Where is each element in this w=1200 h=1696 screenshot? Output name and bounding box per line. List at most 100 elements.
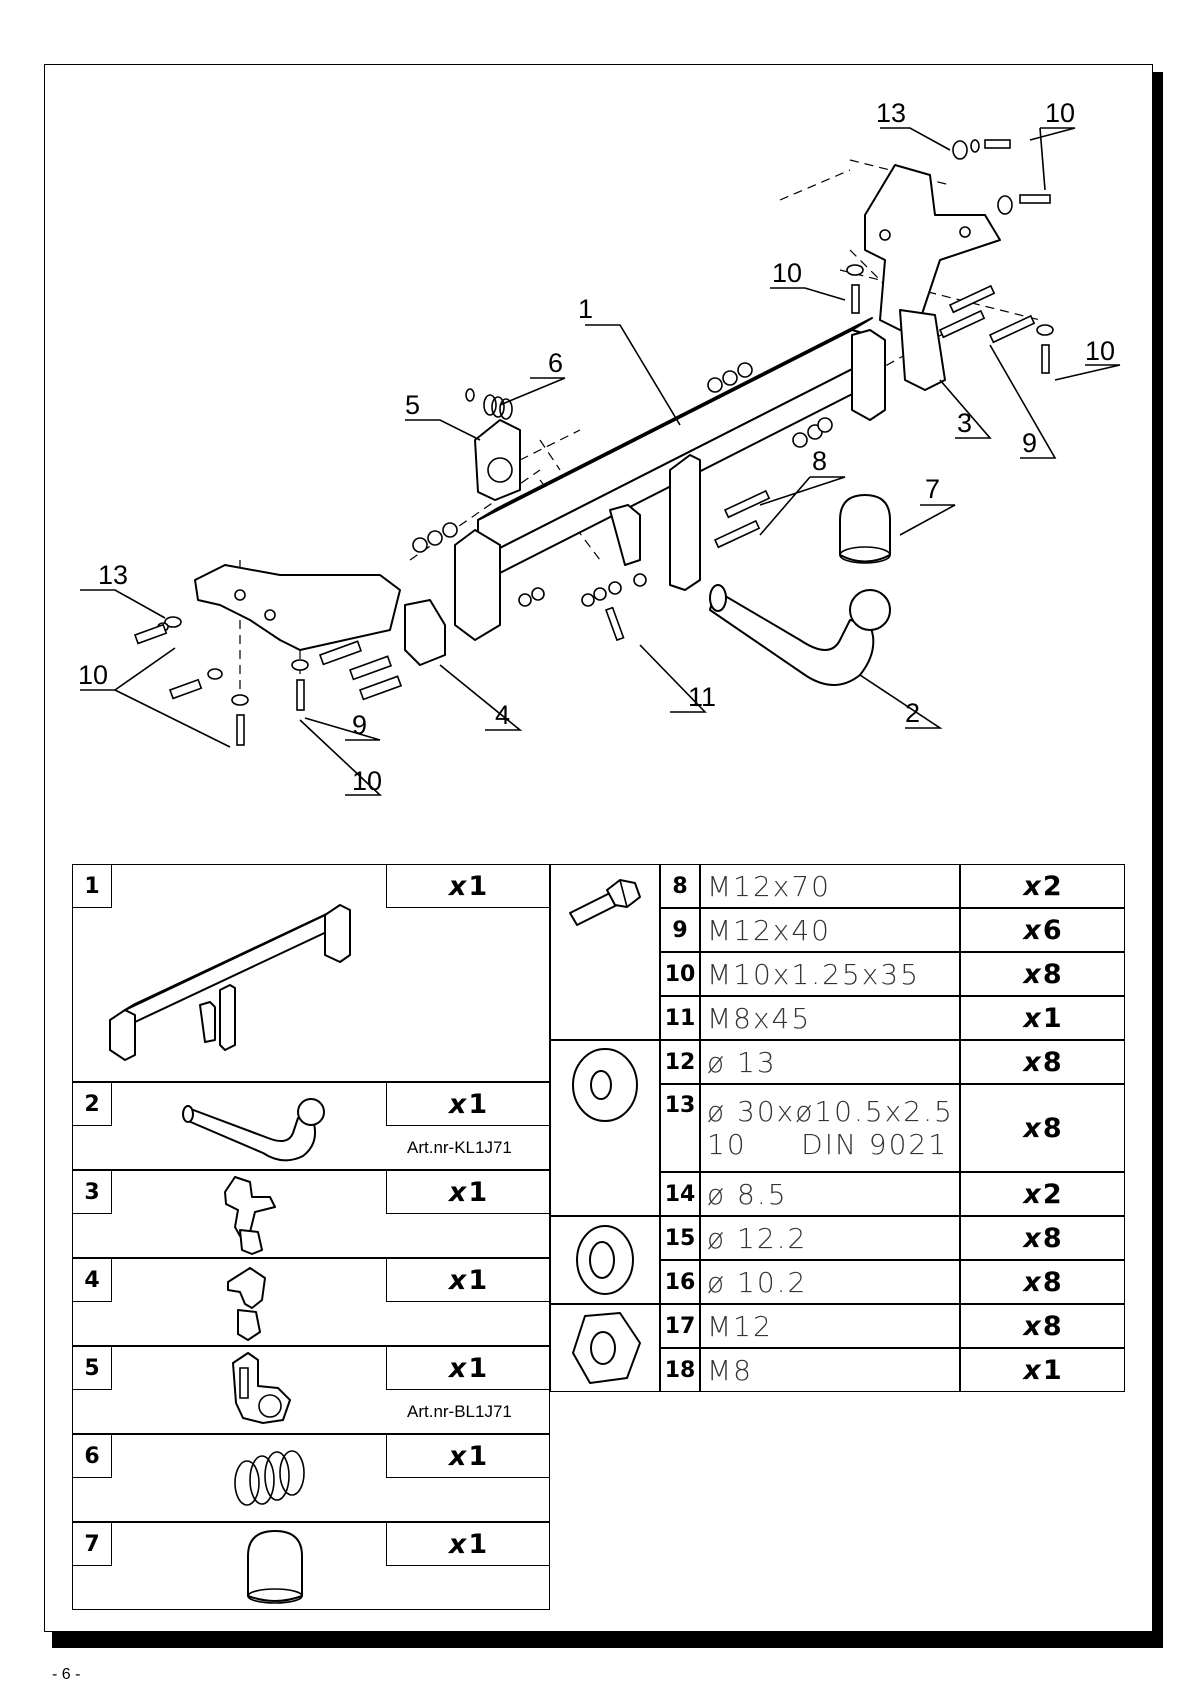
qty-value: 1 — [1042, 1002, 1062, 1034]
callout-10-top: 10 — [1045, 98, 1075, 128]
ball-cap-part — [839, 494, 891, 564]
qty-value: 8 — [1042, 1222, 1062, 1254]
fastener-spec: M8x45 — [700, 996, 960, 1040]
callout-11: 11 — [688, 682, 716, 712]
right-bracket-part — [864, 164, 1001, 391]
qty-value: 8 — [1042, 1112, 1062, 1144]
callout-8: 8 — [812, 446, 827, 476]
qty-prefix: x — [1023, 1112, 1041, 1144]
crossbar-thumbnail — [100, 870, 370, 1070]
part-row-frame — [72, 864, 550, 1082]
callout-2: 2 — [905, 698, 920, 728]
callout-5: 5 — [405, 390, 420, 420]
exploded-view-diagram: 1 2 3 4 5 6 7 8 9 9 10 10 10 10 11 13 13… — [78, 98, 1121, 796]
bolt-icon — [565, 875, 645, 935]
callout-9-right: 9 — [1022, 428, 1037, 458]
fastener-num: 17 — [660, 1304, 700, 1348]
qty-prefix: x — [1023, 1310, 1041, 1342]
fastener-spec: M12x40 — [700, 908, 960, 952]
qty-value: 8 — [1042, 1310, 1062, 1342]
qty-prefix: x — [1023, 1002, 1041, 1034]
socket-plate-thumbnail — [228, 1348, 298, 1428]
callout-3: 3 — [957, 408, 972, 438]
spring-part — [465, 388, 513, 420]
part-row-frame — [72, 1434, 550, 1522]
bolt-image-cell — [550, 864, 660, 1040]
fastener-num: 8 — [660, 864, 700, 908]
qty-value: 8 — [1042, 1266, 1062, 1298]
socket-plate-part — [474, 419, 521, 501]
left-bracket-part — [194, 564, 446, 666]
fastener-num: 14 — [660, 1172, 700, 1216]
fastener-spec: ø 13 — [700, 1040, 960, 1084]
part-row-frame — [72, 1258, 550, 1346]
part-row-frame — [72, 1082, 550, 1170]
fastener-spec: M10x1.25x35 — [700, 952, 960, 996]
callout-10-left: 10 — [78, 660, 108, 690]
qty-prefix: x — [1023, 1046, 1041, 1078]
callout-4: 4 — [495, 700, 510, 730]
callout-1: 1 — [578, 294, 593, 324]
fastener-spec: M12 — [700, 1304, 960, 1348]
fastener-num: 12 — [660, 1040, 700, 1084]
ball-cap-thumbnail — [240, 1526, 310, 1606]
left-bracket-thumbnail — [220, 1260, 280, 1344]
qty-prefix: x — [1023, 914, 1041, 946]
fastener-num: 10 — [660, 952, 700, 996]
qty-prefix: x — [1023, 1266, 1041, 1298]
hardware — [133, 139, 1054, 746]
fastener-num: 13 — [660, 1084, 700, 1172]
spring-thumbnail — [222, 1438, 322, 1518]
fastener-spec: ø 10.2 — [700, 1260, 960, 1304]
part-num: 1 — [72, 864, 112, 908]
fastener-spec: M12x70 — [700, 864, 960, 908]
qty-prefix: x — [1023, 958, 1041, 990]
qty-value: 8 — [1042, 958, 1062, 990]
qty-prefix: x — [1023, 1222, 1041, 1254]
article-number: Art.nr-KL1J71 — [407, 1138, 512, 1157]
nut-icon — [565, 1308, 645, 1388]
callout-10-mid: 10 — [772, 258, 802, 288]
towball-part — [709, 584, 891, 686]
fastener-spec: ø 12.2 — [700, 1216, 960, 1260]
callout-numbers: 1 2 3 4 5 6 7 8 9 9 10 10 10 10 11 13 13… — [78, 98, 1115, 796]
part-num: 3 — [72, 1170, 112, 1214]
callout-9-left: 9 — [352, 710, 367, 740]
part-num: 6 — [72, 1434, 112, 1478]
qty-prefix: x — [1023, 870, 1041, 902]
fastener-num: 16 — [660, 1260, 700, 1304]
callout-10-right: 10 — [1085, 336, 1115, 366]
callout-10-bottom: 10 — [352, 766, 382, 796]
right-bracket-thumbnail — [220, 1172, 280, 1256]
fastener-num: 9 — [660, 908, 700, 952]
qty-value: 2 — [1042, 870, 1062, 902]
fastener-num: 18 — [660, 1348, 700, 1392]
qty-value: 1 — [1042, 1354, 1062, 1386]
callout-7: 7 — [925, 474, 940, 504]
fastener-spec-line: ø 30xø10.5x2.5 — [707, 1095, 954, 1128]
qty-value: 6 — [1042, 914, 1062, 946]
washer-icon — [565, 1045, 645, 1125]
callout-13-left: 13 — [98, 560, 128, 590]
fastener-spec: M8 — [700, 1348, 960, 1392]
qty-value: 2 — [1042, 1178, 1062, 1210]
spring-washer-icon — [570, 1220, 640, 1300]
callout-6: 6 — [548, 348, 563, 378]
part-num: 2 — [72, 1082, 112, 1126]
